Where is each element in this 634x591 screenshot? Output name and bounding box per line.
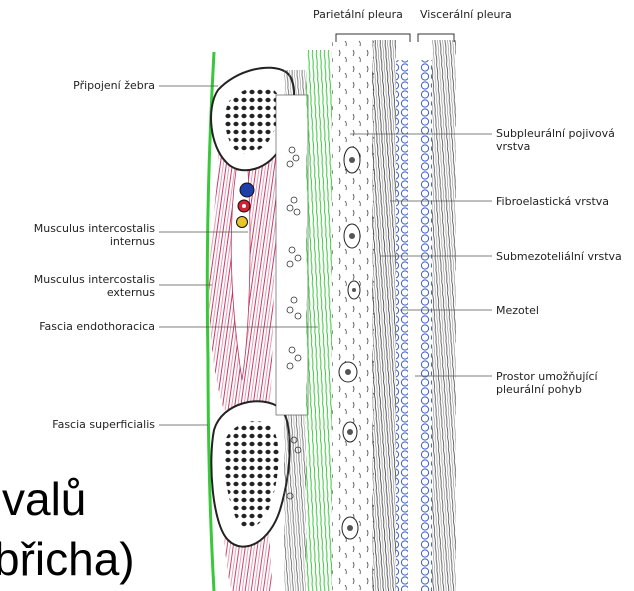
label-visceral-pleura: Viscerální pleura [420,8,512,21]
visceral-connective-tissue [432,40,456,591]
label-intercostalis-externus: Musculus intercostalis externus [34,273,155,299]
label-fibroelastic-layer: Fibroelastická vrstva [496,195,609,208]
label-fascia-superficialis: Fascia superficialis [52,418,155,431]
label-pleural-space: Prostor umožňující pleurální pohyb [496,370,598,396]
label-intercostalis-internus: Musculus intercostalis internus [34,222,155,248]
fascia-endothoracica [276,95,308,415]
parietal-mesothelium [396,60,408,591]
fibroelastic-layer [372,40,396,591]
label-fascia-endothoracica: Fascia endothoracica [39,320,155,333]
pleural-space [408,50,422,591]
intercostal-nerve [237,217,248,228]
intercostal-vein [240,183,254,197]
label-submesothelial-layer: Submezoteliální vrstva [496,250,622,263]
label-mesothel: Mezotel [496,304,539,317]
visceral-mesothelium [420,60,432,591]
parietal-pleura-green-band [306,50,332,591]
label-subpleural-layer: Subpleurální pojivová vrstva [496,127,615,153]
subpleural-layer [332,40,374,591]
label-parietal-pleura: Parietální pleura [313,8,403,21]
label-rib-attachment: Připojení žebra [73,79,155,92]
